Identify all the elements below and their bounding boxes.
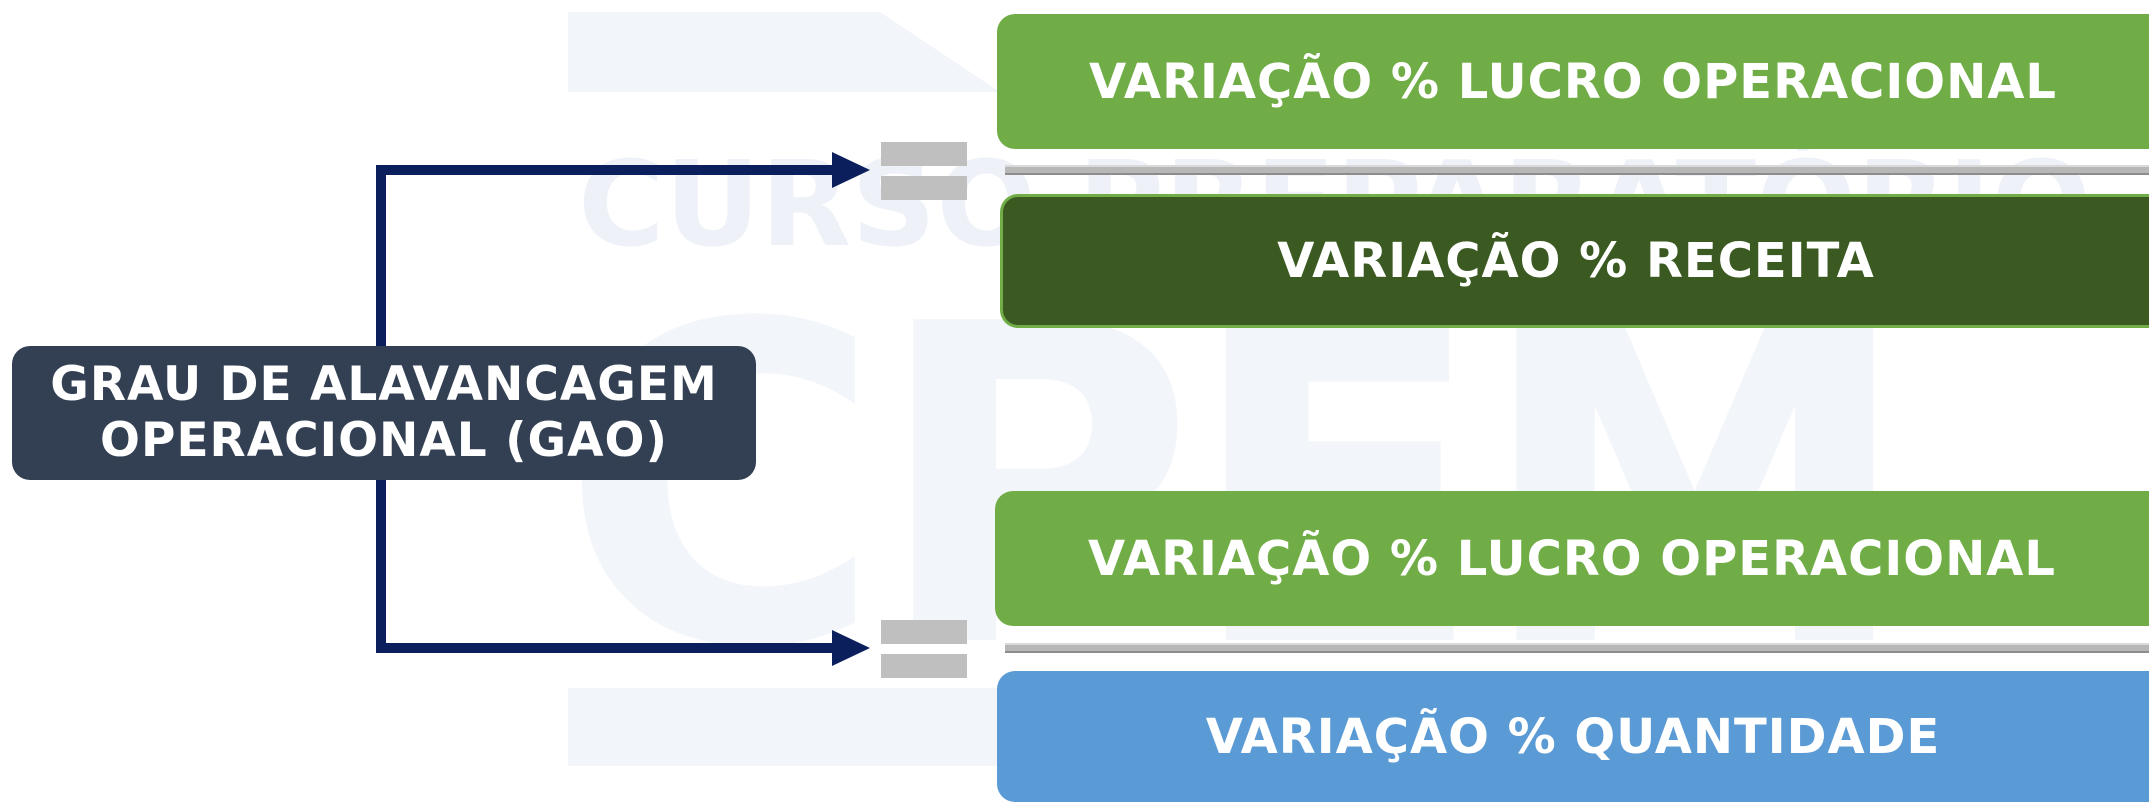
- watermark-banner-bottom: [568, 688, 1068, 766]
- arrow-head-top-icon: [832, 152, 870, 188]
- arrow-head-bottom-icon: [832, 630, 870, 666]
- fraction-bar-top: [1005, 165, 2149, 175]
- fraction-bar-bottom: [1005, 643, 2149, 653]
- denominator-label-bottom: VARIAÇÃO % QUANTIDADE: [1205, 708, 1941, 765]
- denominator-label-top: VARIAÇÃO % RECEITA: [1277, 233, 1875, 289]
- denominator-box-bottom: VARIAÇÃO % QUANTIDADE: [997, 671, 2149, 802]
- numerator-box-bottom: VARIAÇÃO % LUCRO OPERACIONAL: [995, 491, 2149, 626]
- connector-line-bottom: [376, 480, 840, 653]
- denominator-box-top: VARIAÇÃO % RECEITA: [1000, 194, 2149, 328]
- watermark-banner-top: [568, 12, 1000, 92]
- numerator-box-top: VARIAÇÃO % LUCRO OPERACIONAL: [997, 14, 2149, 149]
- connector-line-top: [376, 165, 840, 346]
- equals-sign-bottom-icon: [881, 620, 967, 678]
- numerator-label-bottom: VARIAÇÃO % LUCRO OPERACIONAL: [1088, 530, 2056, 587]
- numerator-label-top: VARIAÇÃO % LUCRO OPERACIONAL: [1089, 53, 2057, 110]
- equals-sign-top-icon: [881, 142, 967, 200]
